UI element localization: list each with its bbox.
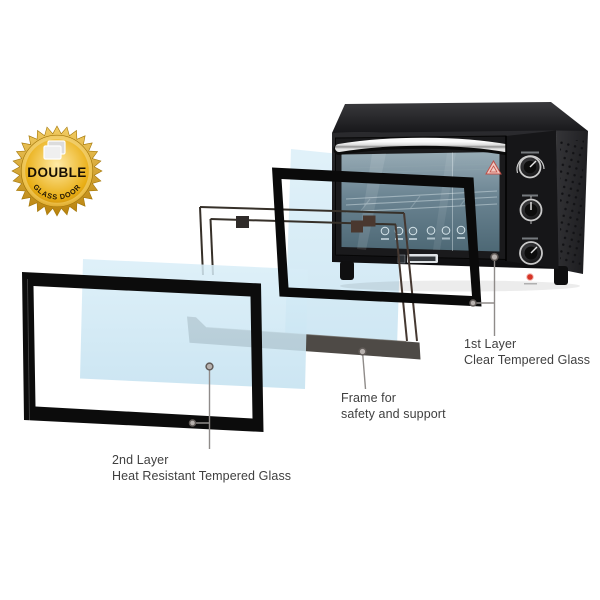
callout-first-layer: 1st Layer Clear Tempered Glass xyxy=(464,337,590,368)
double-glass-pane-icon xyxy=(43,140,66,160)
callout-support-frame: Frame for safety and support xyxy=(341,391,446,422)
oven-heating-element xyxy=(349,163,496,174)
power-indicator-light xyxy=(526,273,534,281)
knob-top xyxy=(518,155,542,179)
oven-body-top xyxy=(332,102,588,133)
double-glass-door-badge: DOUBLE GLASS DOOR xyxy=(11,125,103,217)
oven-foot-left xyxy=(340,261,354,280)
connector-support-frame xyxy=(358,347,367,390)
knob-middle xyxy=(519,196,543,224)
control-panel xyxy=(505,130,559,285)
badge-title: DOUBLE xyxy=(27,165,86,180)
inner-retainer-wireframe xyxy=(199,206,418,342)
oven-side-vents xyxy=(560,139,584,266)
callout-line-1: 1st Layer xyxy=(464,337,517,351)
callout-second-layer: 2nd Layer Heat Resistant Tempered Glass xyxy=(112,453,291,484)
callout-line-1: 2nd Layer xyxy=(112,453,169,467)
connector-first-layer xyxy=(469,252,499,336)
door-handle-chrome xyxy=(335,137,515,153)
callout-line-2: safety and support xyxy=(341,406,446,421)
oven-photo xyxy=(332,102,588,292)
second-layer-door-frame xyxy=(22,272,264,432)
connector-second-layer xyxy=(188,362,214,449)
callout-line-2: Heat Resistant Tempered Glass xyxy=(112,468,292,483)
callout-line-1: Frame for xyxy=(341,391,397,405)
door-function-icons xyxy=(380,225,466,240)
first-layer-door-frame xyxy=(272,167,482,307)
oven-foot-right xyxy=(554,266,568,285)
oven-shadow xyxy=(340,280,580,292)
callout-line-2: Clear Tempered Glass xyxy=(464,352,591,367)
door-brand-plate xyxy=(397,254,438,264)
door-warning-logo xyxy=(485,159,502,175)
knob-bottom xyxy=(519,241,543,265)
callout-connectors xyxy=(188,252,499,449)
